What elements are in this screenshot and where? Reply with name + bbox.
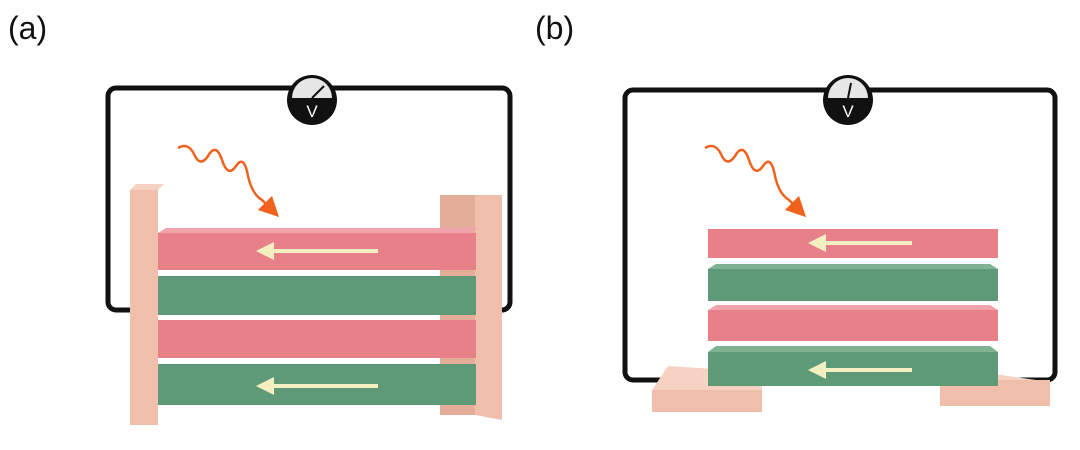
green-layer [708, 269, 998, 301]
light-wave-icon [177, 144, 280, 218]
polarization-arrow-icon [256, 242, 378, 260]
panel-b-label: (b) [535, 10, 575, 46]
layer-stack [708, 229, 998, 386]
voltmeter-icon: V [287, 75, 337, 125]
layer-stack [158, 228, 478, 405]
panel-a: V [105, 75, 513, 425]
polarization-arrow-icon [808, 234, 912, 252]
pink-layer [158, 320, 476, 358]
panel-a-label: (a) [8, 10, 48, 46]
light-wave-icon [704, 144, 807, 218]
panel-b: V [622, 75, 1058, 412]
voltmeter-icon: V [823, 75, 873, 125]
voltmeter-symbol: V [306, 102, 318, 121]
green-layer [158, 276, 476, 315]
polarization-arrow-icon [256, 377, 378, 395]
pink-layer [708, 310, 998, 341]
left-electrode [130, 184, 164, 425]
polarization-arrow-icon [808, 361, 912, 379]
voltmeter-symbol: V [842, 102, 854, 121]
